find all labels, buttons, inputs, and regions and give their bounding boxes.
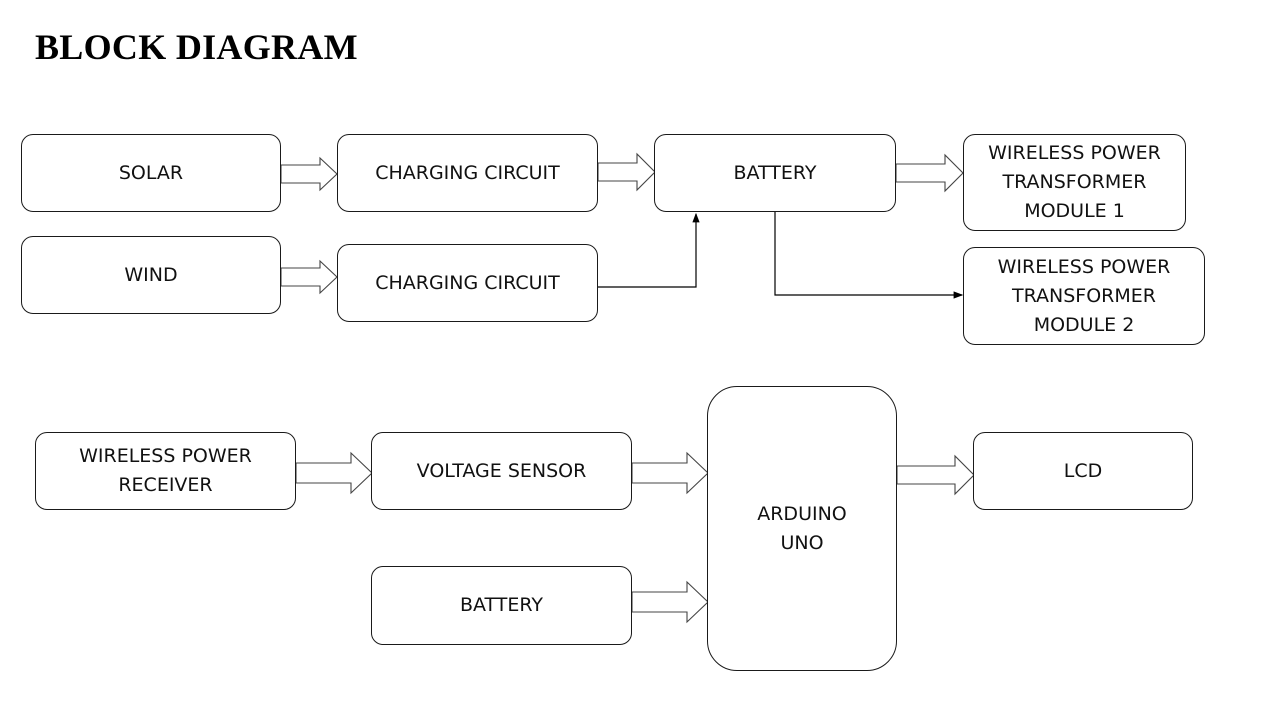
- block-charging-circuit-2: CHARGING CIRCUIT: [337, 244, 598, 322]
- block-wireless-receiver: WIRELESS POWER RECEIVER: [35, 432, 296, 510]
- block-battery-top: BATTERY: [654, 134, 896, 212]
- block-battery-bottom-label: BATTERY: [459, 594, 544, 616]
- block-lcd: LCD: [973, 432, 1193, 510]
- block-voltage-sensor: VOLTAGE SENSOR: [371, 432, 632, 510]
- block-arrow-battery2-to-arduino: [631, 580, 709, 624]
- block-charging-circuit-1: CHARGING CIRCUIT: [337, 134, 598, 212]
- diagram-title: BLOCK DIAGRAM: [35, 27, 358, 67]
- block-solar-label: SOLAR: [118, 161, 184, 184]
- line-charging2-to-battery: [598, 212, 700, 288]
- block-wpt-module-2: WIRELESS POWER TRANSFORMER MODULE 2: [963, 247, 1205, 345]
- block-wind: WIND: [21, 236, 281, 314]
- block-voltage-sensor-label: VOLTAGE SENSOR: [416, 459, 587, 482]
- block-charging-circuit-2-label: CHARGING CIRCUIT: [375, 271, 560, 294]
- block-wind-label: WIND: [124, 263, 178, 286]
- block-arrow-wind-to-charging2: [280, 259, 338, 295]
- block-arrow-receiver-to-voltage: [295, 451, 373, 495]
- block-solar: SOLAR: [21, 134, 281, 212]
- line-battery-to-wpt2: [774, 212, 964, 299]
- block-arrow-arduino-to-lcd: [896, 454, 975, 496]
- block-arrow-charging1-to-battery: [597, 152, 656, 192]
- block-wpt-module-1: WIRELESS POWER TRANSFORMER MODULE 1: [963, 134, 1186, 231]
- block-charging-circuit-1-label: CHARGING CIRCUIT: [375, 161, 560, 184]
- block-battery-top-label: BATTERY: [733, 161, 817, 184]
- block-arduino-uno-label: ARDUINO UNO: [757, 502, 847, 554]
- block-wireless-receiver-label: WIRELESS POWER RECEIVER: [79, 445, 252, 496]
- block-lcd-label: LCD: [1063, 459, 1103, 482]
- block-arrow-solar-to-charging1: [280, 156, 338, 192]
- block-wpt-module-2-label: WIRELESS POWER TRANSFORMER MODULE 2: [997, 255, 1171, 336]
- block-arrow-battery-to-wpt1: [895, 153, 964, 193]
- block-arduino-uno: ARDUINO UNO: [707, 386, 897, 671]
- block-wpt-module-1-label: WIRELESS POWER TRANSFORMER MODULE 1: [988, 142, 1161, 222]
- block-arrow-voltage-to-arduino: [631, 451, 709, 495]
- block-battery-bottom: BATTERY: [371, 566, 632, 645]
